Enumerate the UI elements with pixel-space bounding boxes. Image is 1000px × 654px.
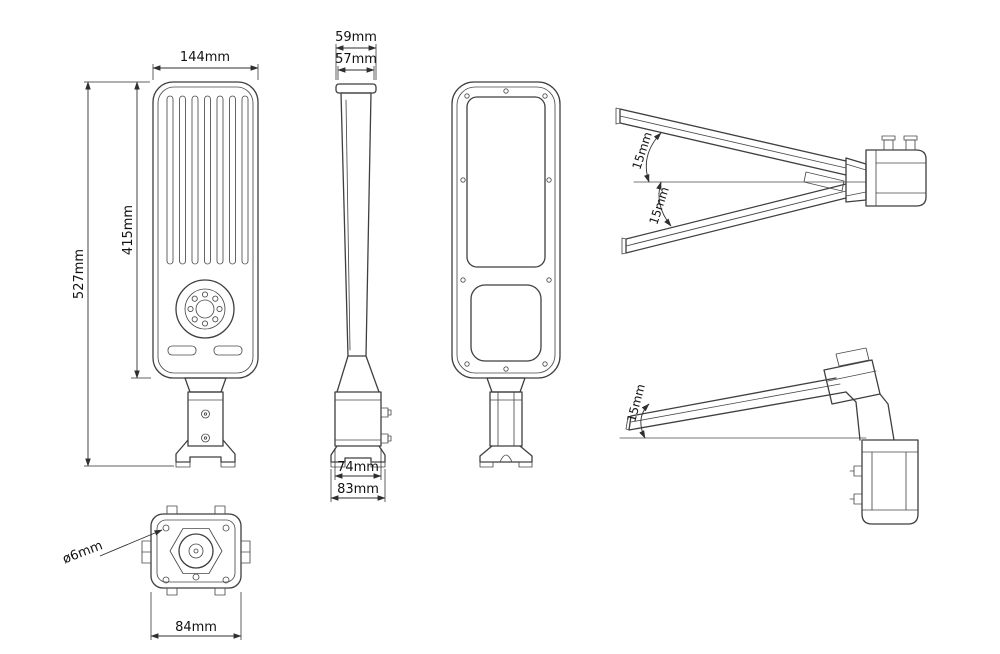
vent-slots [167,345,243,356]
side-body-inner-line [345,99,351,351]
front-housing-inner-line [456,86,556,374]
dim-label-depth-inner: 57mm [335,52,377,67]
dim-front-width: 144mm [152,50,259,80]
side-body-outline [340,92,372,357]
front-mounting-bracket [479,377,533,468]
dim-depth-inner: 57mm [335,52,377,80]
bottom-inner-line [156,519,236,583]
pole-sleeve [865,135,927,207]
dim-hole-diameter: ø6mm [61,529,163,567]
side-view: 59mm 57mm 74mm 83mm [330,30,392,502]
dim-label-body-height: 415mm [121,205,136,255]
side-mounting-bracket [330,355,392,468]
driver-compartment [470,284,542,362]
arm-tilted-up [615,107,847,192]
mounting-bracket [175,377,236,468]
dim-label-base-depth: 83mm [337,482,379,497]
tilt-side-view: 15mm [619,347,919,525]
dim-label-tilt-up: 15mm [630,130,655,171]
dim-bracket-depth: 74mm [334,448,382,480]
bottom-mount-holes [162,524,230,584]
bottom-center-hub [169,528,223,581]
rear-view: 144mm 527mm 415mm [72,50,259,468]
bottom-side-tabs [141,505,251,596]
led-array-panel [466,96,546,268]
dim-label-bracket-depth: 74mm [337,460,379,475]
dim-base-depth: 83mm [330,469,386,502]
tilt-pole-sleeve [845,391,919,525]
heatsink-fins [166,95,249,265]
dim-label-base-width: 84mm [175,620,217,635]
dim-label-front-width: 144mm [180,50,230,65]
dim-base-width: 84mm [150,592,242,640]
tilt-adjustment-view: 15mm 15mm [615,107,927,255]
frame-screws [460,88,552,372]
dim-label-overall-height: 527mm [72,249,87,299]
dim-label-tilt-down: 15mm [647,185,672,226]
dim-tilt-down: 15mm [647,181,672,227]
photocell-mount [175,279,235,339]
dim-label-tilt-lower: 15mm [624,382,648,423]
dim-body-height: 415mm [121,81,151,379]
dim-depth-outer: 59mm [335,30,377,80]
bottom-view: ø6mm 84mm [61,505,251,640]
side-top-cap [335,83,377,94]
tilted-lamp-head [625,377,847,431]
dim-label-depth-outer: 59mm [335,30,377,45]
dim-label-hole-diameter: ø6mm [61,538,105,567]
front-housing-outline [451,81,561,379]
tilt-pivot-block [823,347,881,405]
lamp-housing-inner-line [157,86,254,374]
dim-overall-height: 527mm [72,81,174,467]
front-led-view [451,81,561,468]
arm-tilted-down [621,183,847,255]
dim-tilt-up: 15mm [630,130,662,183]
pivot-joint [845,157,867,203]
